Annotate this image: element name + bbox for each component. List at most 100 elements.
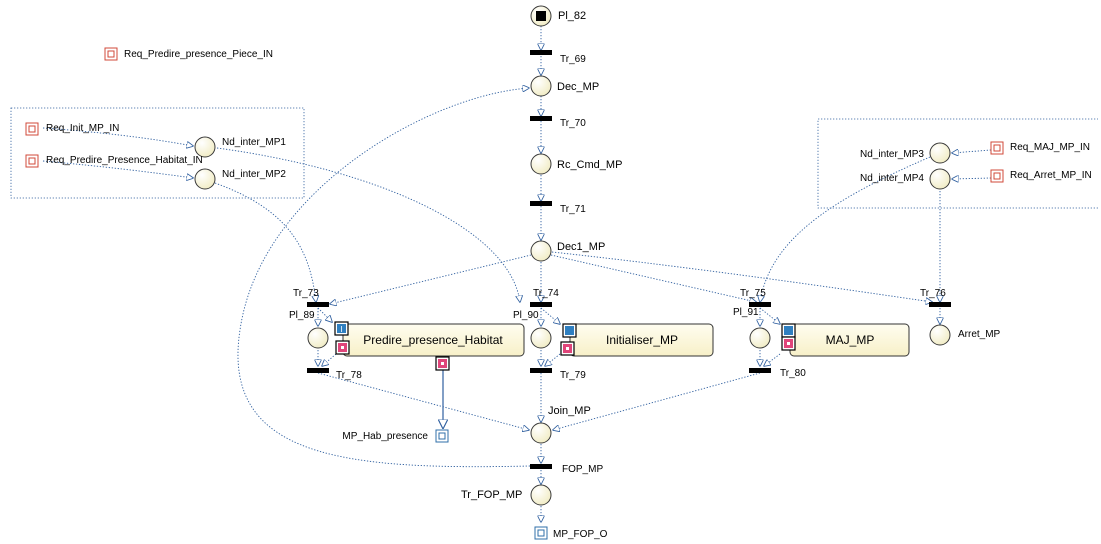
arc-dec1-tr76 — [551, 251, 932, 302]
macro-predire-presence-habitat[interactable]: I Predire_presence_Habitat — [334, 321, 525, 371]
output-port-mp-fop-o[interactable]: MP_FOP_O — [534, 526, 608, 540]
macro-bottom-output-port-icon — [435, 356, 450, 371]
macro-input-port-icon — [562, 323, 577, 338]
transition-tr79[interactable] — [530, 368, 552, 373]
svg-text:I: I — [340, 325, 342, 334]
macro-initialiser-mp[interactable]: Initialiser_MP — [560, 323, 714, 357]
transition-label: Tr_79 — [560, 370, 586, 381]
place-label: Pl_82 — [558, 10, 586, 22]
transition-tr73[interactable] — [307, 302, 329, 307]
place-nd-inter-mp1[interactable] — [194, 136, 216, 158]
place-dec1-mp[interactable] — [530, 240, 552, 262]
arcs — [42, 26, 992, 522]
svg-text:Req_Arret_MP_IN: Req_Arret_MP_IN — [1010, 170, 1092, 181]
place-pl91[interactable] — [749, 327, 771, 349]
transition-label: Tr_76 — [920, 288, 946, 299]
svg-text:MP_FOP_O: MP_FOP_O — [553, 529, 608, 540]
svg-text:Req_Predire_Presence_Habitat_I: Req_Predire_Presence_Habitat_IN — [46, 155, 203, 166]
output-port-mp-hab-presence[interactable]: MP_Hab_presence — [342, 429, 449, 443]
initial-token-icon — [536, 11, 546, 21]
transition-label: FOP_MP — [562, 464, 603, 475]
arc-ndmp2-tr73 — [214, 182, 316, 302]
arc-tr74-init-box — [540, 307, 560, 324]
left-input-group-frame — [10, 107, 305, 199]
transition-label: Tr_74 — [533, 288, 559, 299]
transition-tr71[interactable] — [530, 201, 552, 206]
macro-input-port-icon — [781, 323, 796, 338]
transition-label: Tr_73 — [293, 288, 319, 299]
transition-fop-mp[interactable] — [530, 464, 552, 469]
svg-text:Req_Init_MP_IN: Req_Init_MP_IN — [46, 123, 119, 134]
place-label: Arret_MP — [958, 329, 1001, 340]
place-label: Nd_inter_MP4 — [860, 173, 924, 184]
place-label: Dec_MP — [557, 81, 599, 93]
transition-tr80[interactable] — [749, 368, 771, 373]
input-port-req-predire-presence-habitat[interactable]: Req_Predire_Presence_Habitat_IN — [25, 154, 203, 168]
transition-tr74[interactable] — [530, 302, 552, 307]
place-label: Join_MP — [548, 405, 591, 417]
macro-output-port-icon — [560, 341, 575, 356]
right-input-group-frame — [817, 118, 1098, 209]
macro-maj-mp[interactable]: MAJ_MP — [781, 323, 910, 357]
place-pl89[interactable] — [307, 327, 329, 349]
transition-tr76[interactable] — [929, 302, 951, 307]
transition-tr69[interactable] — [530, 50, 552, 55]
place-tr-fop-mp[interactable] — [530, 484, 552, 506]
input-port-req-arret-mp[interactable]: Req_Arret_MP_IN — [990, 169, 1092, 183]
transition-label: Tr_71 — [560, 204, 586, 215]
place-label: Pl_90 — [513, 310, 539, 321]
transition-tr70[interactable] — [530, 116, 552, 121]
transition-label: Tr_78 — [336, 370, 362, 381]
arc-reqinit-ndmp1 — [42, 127, 193, 146]
place-pl90[interactable] — [530, 327, 552, 349]
place-label: Nd_inter_MP1 — [222, 137, 286, 148]
arc-init-tr79 — [545, 353, 561, 366]
transition-label: Tr_80 — [780, 368, 806, 379]
place-label: Dec1_MP — [557, 241, 605, 253]
transition-label: Tr_75 — [740, 288, 766, 299]
arc-tr80-joinmp — [553, 372, 761, 430]
place-label: Pl_89 — [289, 310, 315, 321]
place-label: Rc_Cmd_MP — [557, 159, 622, 171]
input-port-req-init-mp[interactable]: Req_Init_MP_IN — [25, 122, 119, 136]
transition-tr75[interactable] — [749, 302, 771, 307]
arc-dec1-tr73 — [330, 254, 532, 304]
place-pl82[interactable] — [530, 5, 552, 27]
transition-tr78[interactable] — [307, 368, 329, 373]
arc-dec1-tr75 — [550, 254, 756, 302]
arc-ndmp3-tr75 — [760, 156, 931, 302]
svg-text:MP_Hab_presence: MP_Hab_presence — [342, 431, 428, 442]
arc-maj-tr80 — [764, 353, 781, 366]
arc-fopmp-decmp-loop — [237, 88, 531, 468]
arc-tr75-maj-box — [759, 307, 780, 324]
place-dec-mp[interactable] — [530, 75, 552, 97]
macro-input-port-icon: I — [334, 321, 349, 336]
place-label: Tr_FOP_MP — [461, 489, 522, 501]
input-port-req-predire-presence-piece[interactable]: Req_Predire_presence_Piece_IN — [104, 47, 273, 61]
place-nd-inter-mp2[interactable] — [194, 168, 216, 190]
place-arret-mp[interactable] — [929, 324, 951, 346]
macro-label: Initialiser_MP — [606, 333, 678, 347]
arc-reqarret-ndmp4 — [952, 178, 992, 179]
macro-output-port-icon — [781, 336, 796, 351]
macro-label: MAJ_MP — [826, 333, 875, 347]
place-rc-cmd-mp[interactable] — [530, 153, 552, 175]
place-nd-inter-mp3[interactable] — [929, 142, 951, 164]
macro-output-port-icon — [335, 340, 350, 355]
place-join-mp[interactable] — [530, 422, 552, 444]
place-label: Pl_91 — [733, 307, 759, 318]
macro-label: Predire_presence_Habitat — [363, 333, 503, 347]
svg-text:Req_Predire_presence_Piece_IN: Req_Predire_presence_Piece_IN — [124, 49, 273, 60]
arc-ndmp1-tr74 — [216, 147, 520, 302]
place-label: Nd_inter_MP2 — [222, 169, 286, 180]
arc-predire-tr78 — [322, 353, 337, 366]
place-label: Nd_inter_MP3 — [860, 149, 924, 160]
arc-tr78-joinmp — [317, 372, 529, 430]
transition-label: Tr_69 — [560, 54, 586, 65]
arc-reqhab-ndmp2 — [42, 160, 193, 178]
arc-tr73-predire-box — [317, 307, 332, 322]
input-port-req-maj-mp[interactable]: Req_MAJ_MP_IN — [990, 141, 1090, 155]
svg-text:Req_MAJ_MP_IN: Req_MAJ_MP_IN — [1010, 142, 1090, 153]
place-nd-inter-mp4[interactable] — [929, 168, 951, 190]
